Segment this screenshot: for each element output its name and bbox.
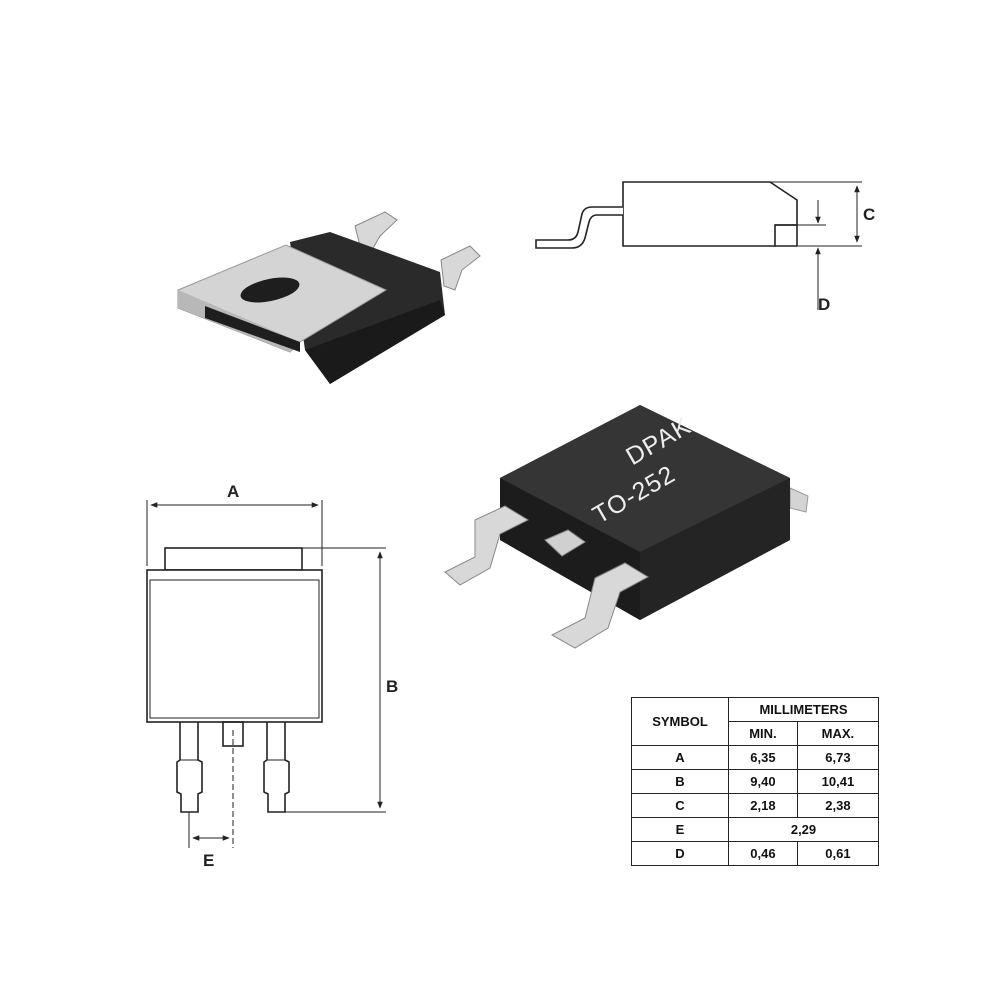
dimension-label-c: C	[863, 205, 875, 224]
table-cell-min: 2,18	[728, 793, 798, 818]
dimensions-table: SYMBOL MILLIMETERS MIN. MAX. A 6,35 6,73…	[631, 697, 880, 866]
table-cell-symbol: D	[631, 841, 729, 866]
table-cell-symbol: B	[631, 769, 729, 794]
package-front-view	[146, 500, 386, 848]
table-row: A 6,35 6,73	[631, 745, 880, 770]
table-header-row: SYMBOL MILLIMETERS	[631, 697, 879, 746]
table-row: E 2,29	[631, 817, 879, 842]
table-cell-max: 10,41	[796, 769, 880, 794]
table-header-symbol: SYMBOL	[631, 697, 729, 746]
table-cell-min: 9,40	[728, 769, 798, 794]
table-cell-max: 0,61	[796, 841, 880, 866]
table-header-millimeters: MILLIMETERS	[728, 697, 879, 722]
table-cell-min: 0,46	[728, 841, 798, 866]
table-cell-symbol: E	[631, 817, 729, 842]
table-row: D 0,46 0,61	[631, 841, 880, 866]
package-bottom-view	[177, 211, 481, 384]
table-header-max: MAX.	[796, 721, 880, 746]
table-header-min: MIN.	[728, 721, 798, 746]
table-cell-value: 2,29	[728, 817, 879, 842]
dimension-label-b: B	[386, 677, 398, 696]
table-cell-min: 6,35	[728, 745, 798, 770]
package-side-view	[535, 181, 862, 310]
dimension-label-d: D	[818, 295, 830, 314]
dimension-label-e: E	[203, 851, 214, 870]
package-top-view: DPAK TO-252	[444, 405, 809, 649]
table-cell-max: 2,38	[796, 793, 880, 818]
table-row: B 9,40 10,41	[631, 769, 880, 794]
dimension-label-a: A	[227, 482, 239, 501]
table-cell-symbol: A	[631, 745, 729, 770]
table-cell-symbol: C	[631, 793, 729, 818]
table-cell-max: 6,73	[796, 745, 880, 770]
table-row: C 2,18 2,38	[631, 793, 880, 818]
table-subheader-row: MIN. MAX.	[632, 721, 880, 746]
